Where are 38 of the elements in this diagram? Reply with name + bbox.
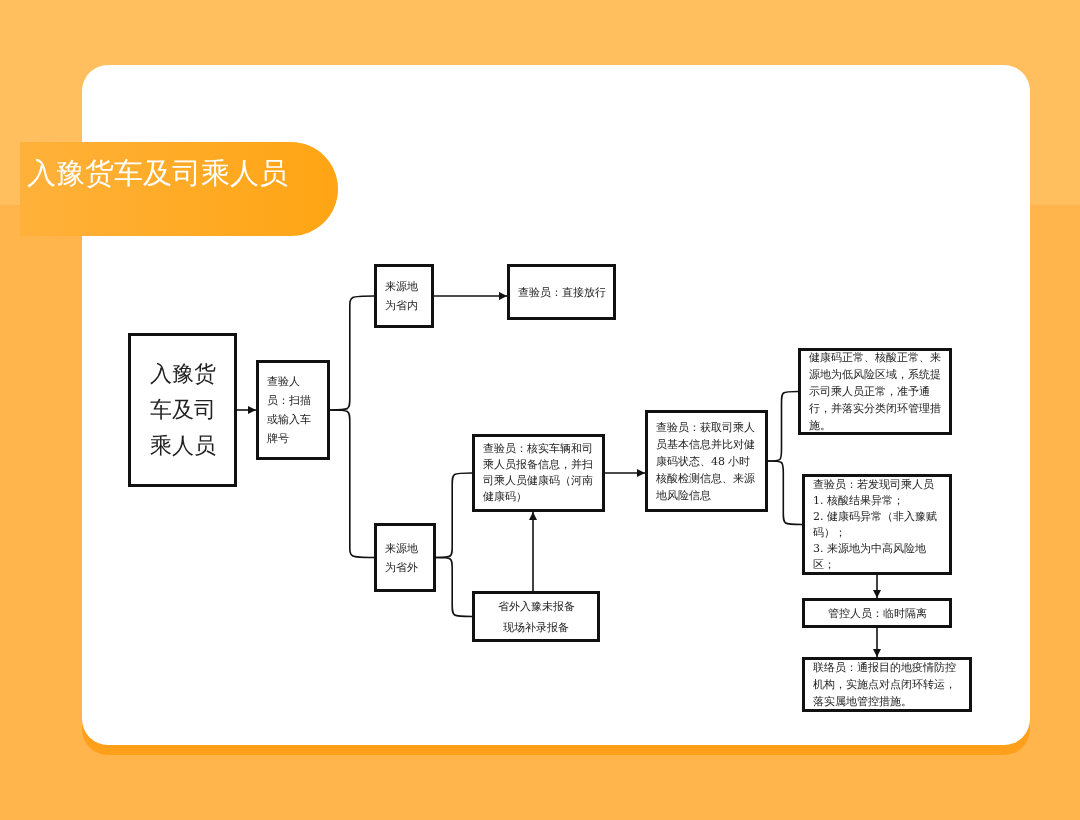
node-text: 查验员：核实车辆和司乘人员报备信息，并扫司乘人员健康码（河南健康码） — [483, 441, 594, 505]
process-box — [472, 591, 600, 642]
node-text: 联络员：通报目的地疫情防控机构，实施点对点闭环转运，落实属地管控措施。 — [813, 660, 957, 710]
connector-line — [767, 460, 803, 526]
node-text: 省外入豫未报备 — [496, 598, 576, 615]
node-text: 查验员：直接放行 — [516, 284, 607, 301]
node-text: 3. 来源地为中高风险地区； — [813, 540, 927, 573]
connector-line — [329, 409, 375, 559]
process-box — [472, 434, 605, 512]
node-text: 管控人员：临时隔离 — [826, 605, 928, 622]
node-text: 查验人员：扫描或输入车牌号 — [267, 374, 312, 447]
title: 入豫货车及司乘人员 — [27, 155, 288, 191]
start-box — [128, 333, 237, 487]
process-box — [802, 474, 952, 575]
arrow — [236, 406, 257, 414]
connector-line — [435, 556, 473, 618]
arrow — [433, 292, 508, 300]
process-box — [802, 598, 952, 628]
node-text: 2. 健康码异常（非入豫赋码）； — [813, 508, 938, 541]
node-text: 来源地为省外 — [385, 540, 419, 576]
node-text: 查验员：获取司乘人员基本信息并比对健康码状态、48 小时核酸检测信息、来源地风险信息 — [656, 419, 756, 504]
arrow — [873, 627, 881, 658]
process-box — [256, 360, 330, 460]
arrow — [529, 511, 537, 592]
arrow — [604, 469, 646, 477]
process-box — [374, 264, 434, 328]
node-text: 1. 核酸结果异常； — [813, 492, 905, 509]
node-text: 查验员：若发现司乘人员 — [813, 476, 935, 493]
process-box — [645, 410, 768, 512]
process-box — [798, 348, 952, 435]
node-text: 健康码正常、核酸正常、来源地为低风险区域，系统提示司乘人员正常，准予通行，并落实分类闭环管理措施。 — [809, 350, 941, 434]
process-box — [374, 523, 436, 592]
node-text: 现场补录报备 — [502, 619, 570, 636]
process-box — [507, 264, 616, 320]
arrow — [873, 574, 881, 599]
node-text: 入豫货车及司乘人员 — [149, 360, 216, 460]
process-box — [802, 657, 972, 712]
node-text: 来源地为省内 — [385, 279, 419, 314]
